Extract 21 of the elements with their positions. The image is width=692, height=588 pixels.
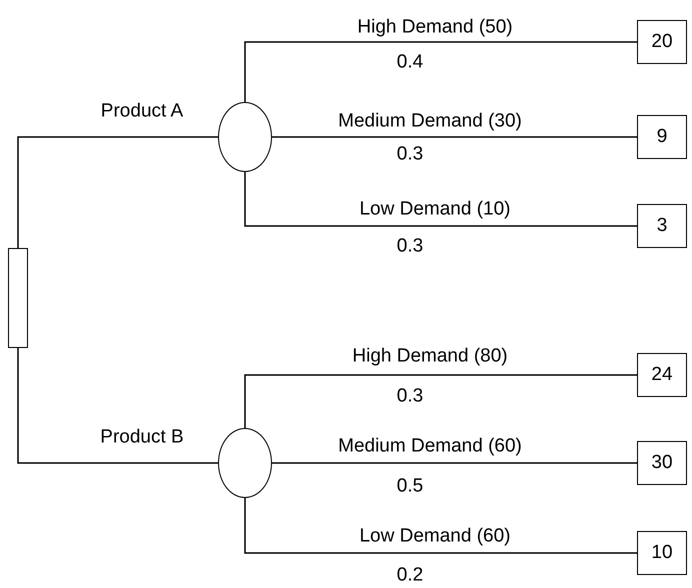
payoff-value: 20 xyxy=(651,31,673,53)
branch-line xyxy=(17,136,218,248)
payoff-box xyxy=(637,531,687,575)
branch-line xyxy=(244,374,637,428)
payoff-box xyxy=(637,20,687,64)
branch-line xyxy=(272,136,637,138)
branch-line xyxy=(17,348,218,464)
branch-line xyxy=(244,41,637,102)
payoff-value: 30 xyxy=(651,452,673,474)
decision-node xyxy=(8,248,28,348)
payoff-value: 9 xyxy=(656,126,668,148)
payoff-box xyxy=(637,115,687,159)
payoff-box xyxy=(637,441,687,485)
branch-line xyxy=(272,462,637,464)
payoff-box xyxy=(637,204,687,248)
payoff-value: 3 xyxy=(656,215,668,237)
payoff-value: 10 xyxy=(651,542,673,564)
payoff-value: 24 xyxy=(651,364,673,386)
branch-line xyxy=(244,498,637,554)
payoff-box xyxy=(637,353,687,397)
branch-line xyxy=(244,172,637,227)
